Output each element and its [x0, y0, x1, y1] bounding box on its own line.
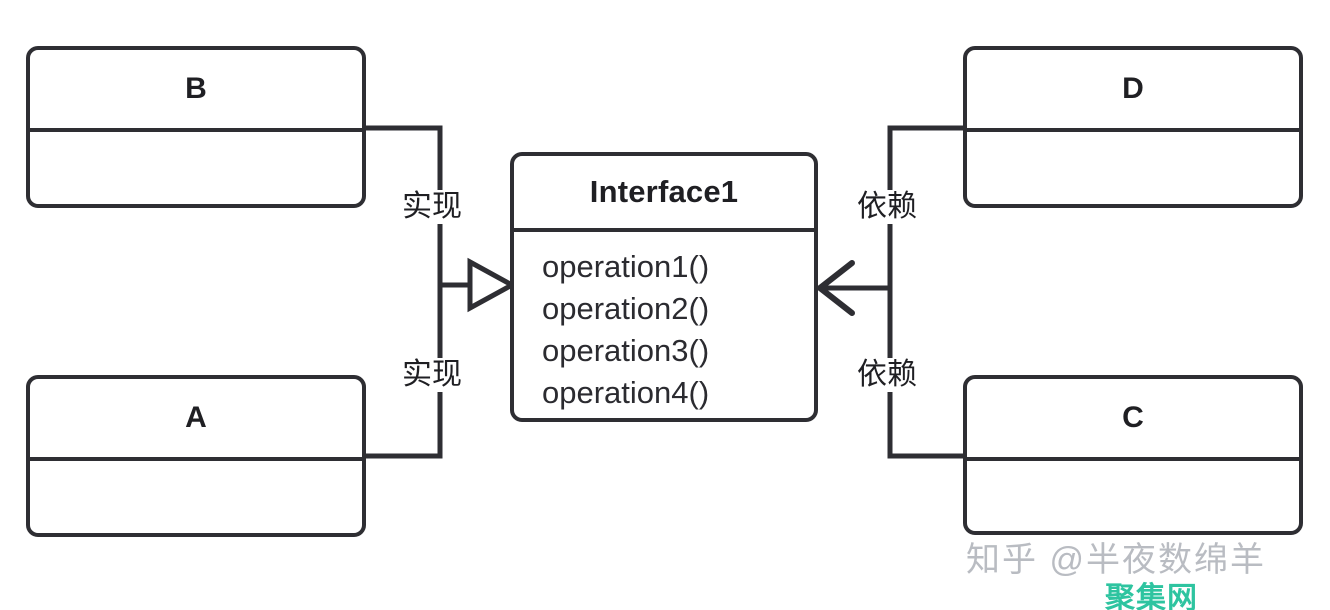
class-box-d[interactable]: D — [963, 46, 1303, 208]
class-a-members — [30, 461, 362, 533]
watermark-site: 聚集网 — [1105, 582, 1198, 610]
class-b-members — [30, 132, 362, 204]
class-c-members — [967, 461, 1299, 531]
class-a-header: A — [30, 379, 362, 461]
interface-name: Interface1 — [589, 174, 739, 209]
edge-label-realization-a: 实现 — [398, 358, 466, 392]
class-box-b[interactable]: B — [26, 46, 366, 208]
interface-operations-list: operation1() operation2() operation3() o… — [514, 232, 814, 418]
class-box-a[interactable]: A — [26, 375, 366, 537]
operation-item: operation2() — [542, 291, 710, 326]
class-b-name: B — [185, 72, 207, 105]
class-c-name: C — [1122, 401, 1144, 434]
edge-label-realization-b: 实现 — [398, 190, 466, 224]
watermark-zhihu: 知乎 @半夜数绵羊 — [966, 541, 1266, 579]
hollow-triangle-arrowhead — [467, 257, 518, 313]
operation-item: operation3() — [542, 333, 710, 368]
operation-item: operation1() — [542, 249, 710, 284]
edge-label-dependency-d: 依赖 — [853, 190, 921, 224]
class-d-members — [967, 132, 1299, 204]
operation-item: operation4() — [542, 375, 710, 410]
interface-header: Interface1 — [514, 156, 814, 232]
class-b-header: B — [30, 50, 362, 132]
class-box-c[interactable]: C — [963, 375, 1303, 535]
class-c-header: C — [967, 379, 1299, 461]
class-a-name: A — [185, 401, 207, 434]
edge-label-dependency-c: 依赖 — [853, 358, 921, 392]
open-arrowhead — [815, 260, 855, 316]
interface-box-interface1[interactable]: Interface1 operation1() operation2() ope… — [510, 152, 818, 422]
class-d-name: D — [1122, 72, 1144, 105]
class-d-header: D — [967, 50, 1299, 132]
